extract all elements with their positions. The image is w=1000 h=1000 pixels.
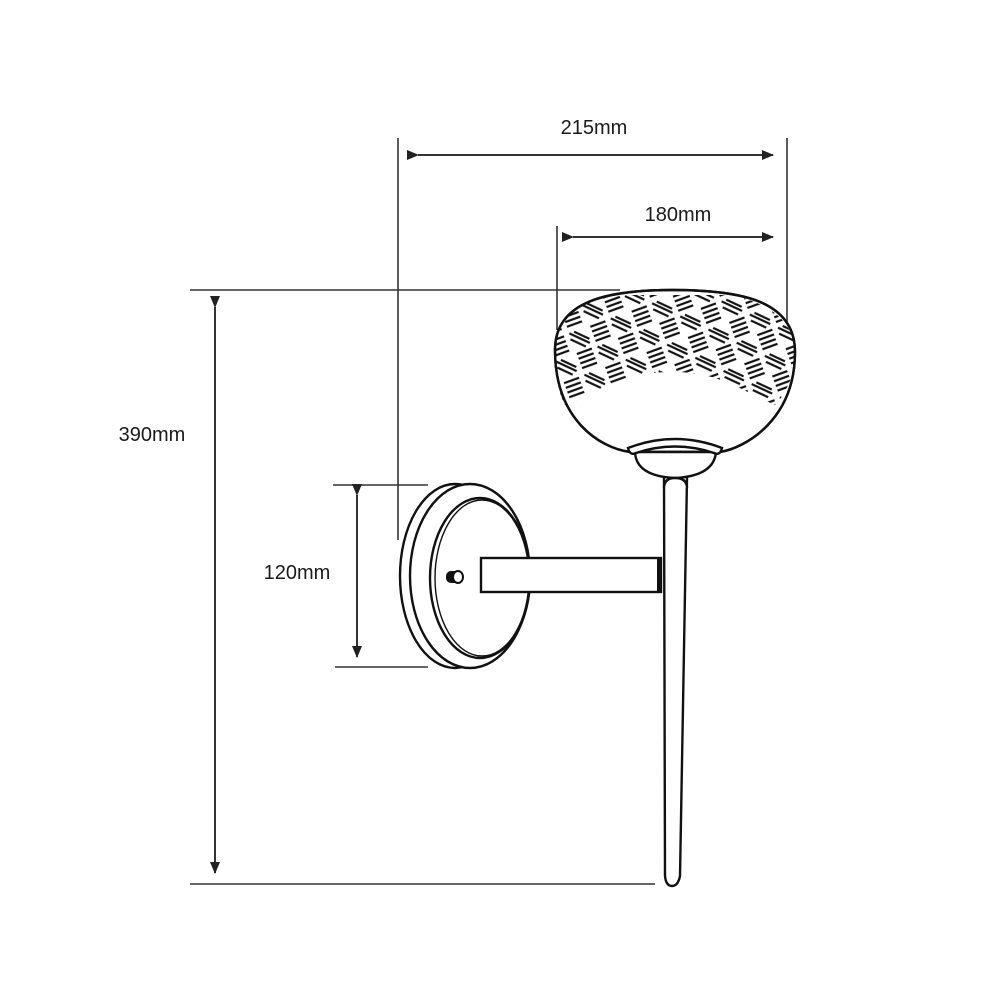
tapered-stem <box>662 468 689 888</box>
dimension-label-215: 215mm <box>561 117 628 139</box>
horizontal-arm <box>479 556 663 594</box>
dimension-backplate-diameter: 120mm <box>264 484 428 668</box>
cup-rim <box>626 437 724 456</box>
dimension-overall-height: 390mm <box>119 289 655 885</box>
cup-body <box>633 450 718 480</box>
dimension-label-390: 390mm <box>119 424 186 446</box>
arm-bar <box>479 556 663 594</box>
dimension-label-120: 120mm <box>264 562 331 584</box>
shade-cup <box>626 437 724 489</box>
dimension-label-180: 180mm <box>645 204 712 226</box>
set-screw-icon <box>446 570 464 584</box>
globe-shade <box>553 288 797 454</box>
dimension-shade-width: 180mm <box>556 204 774 330</box>
dimension-overall-width: 215mm <box>397 117 788 540</box>
